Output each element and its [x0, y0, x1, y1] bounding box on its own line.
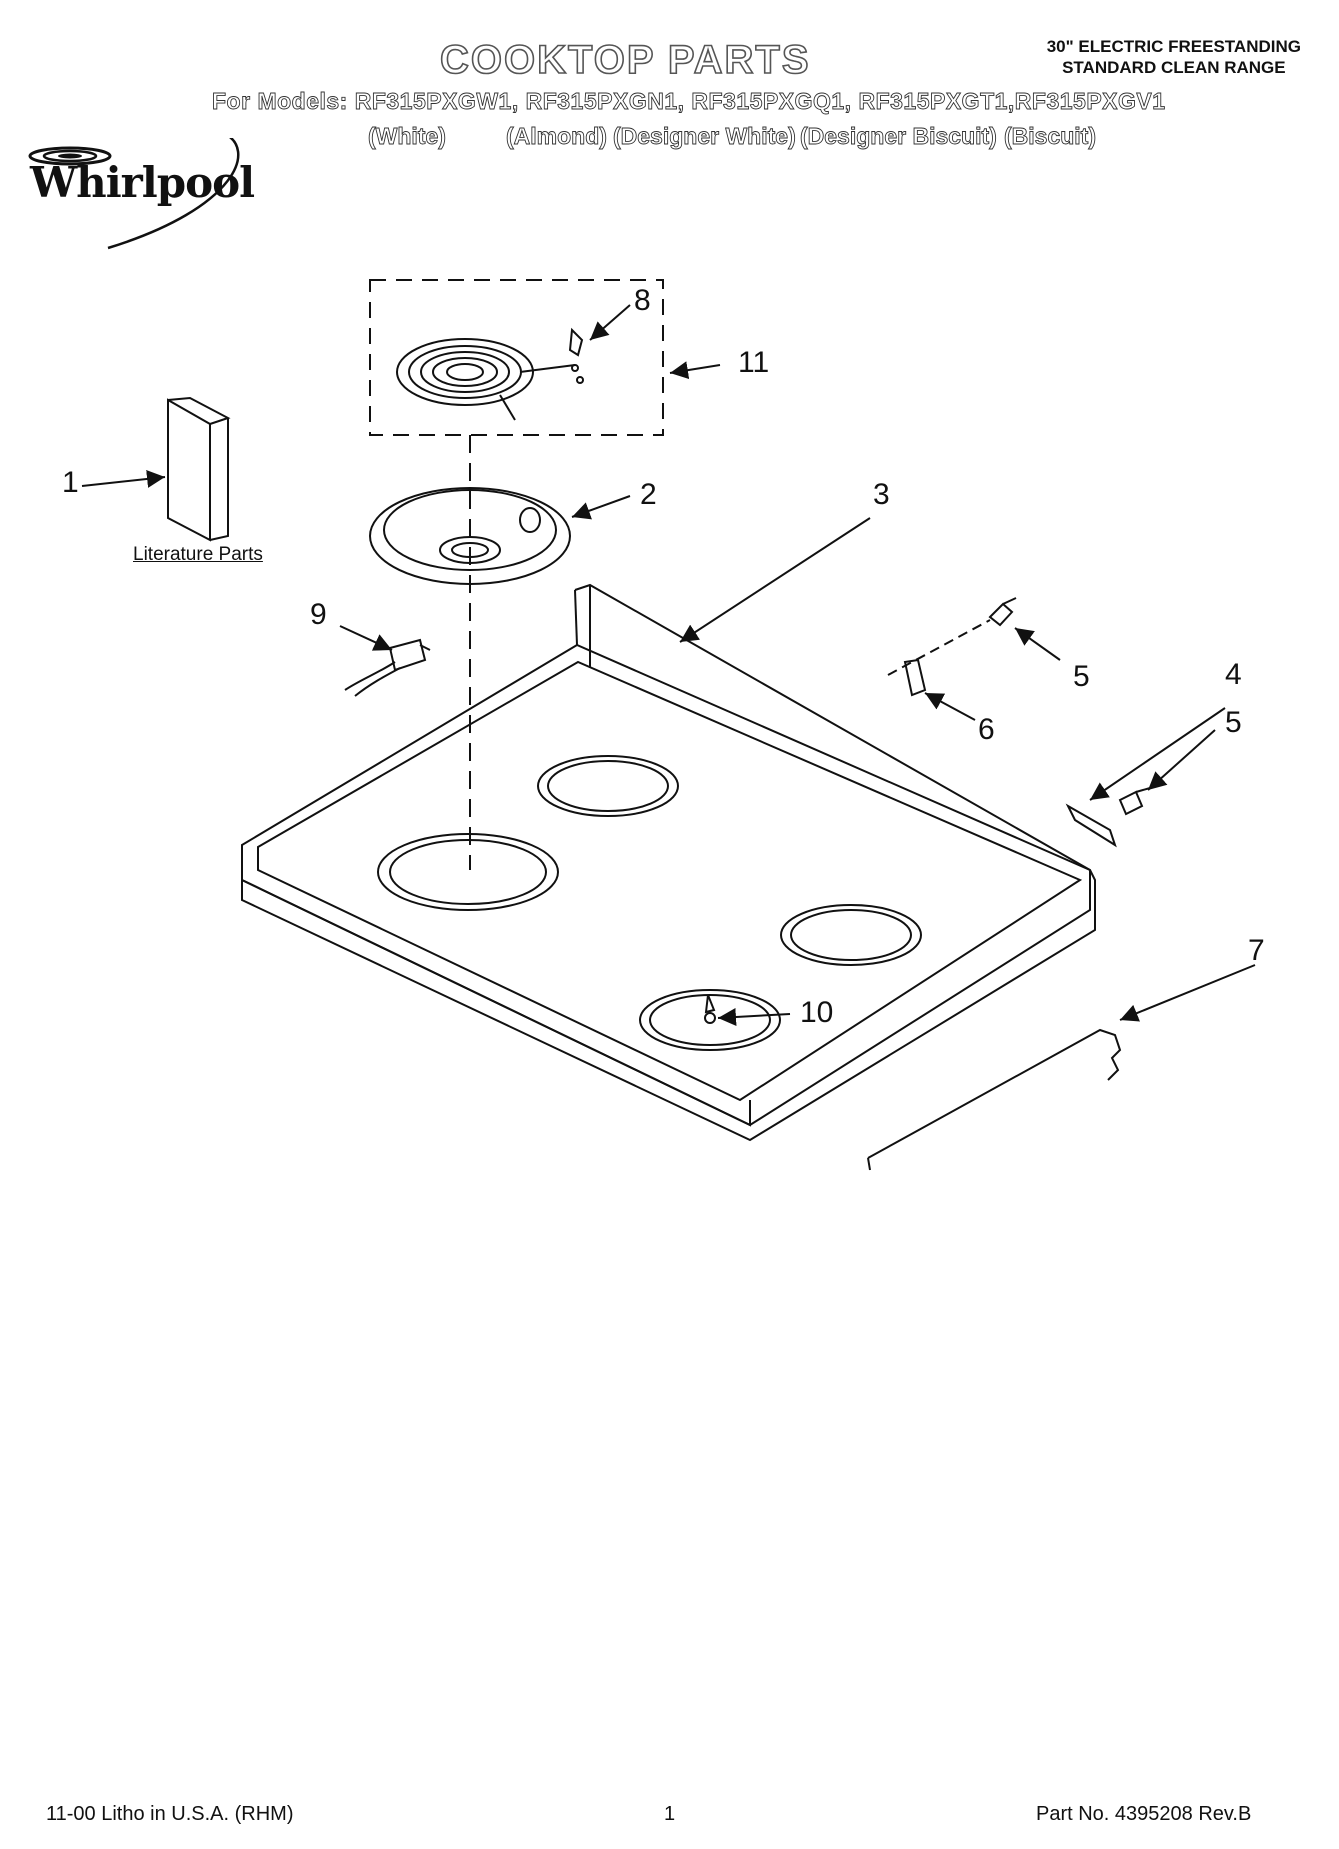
- callout-3: 3: [873, 478, 890, 511]
- brand-logo: [18, 131, 268, 258]
- surface-element-box: [369, 279, 664, 436]
- color-biscuit: (Biscuit): [1004, 123, 1097, 150]
- page-number: 1: [664, 1803, 676, 1825]
- wire-harness: [344, 638, 431, 697]
- brand-name: Whirlpool: [30, 158, 255, 207]
- callout-6: 6: [978, 713, 995, 746]
- mounting-clip: [1065, 803, 1117, 848]
- callout-2: 2: [640, 478, 657, 511]
- callout-4: 4: [1225, 658, 1242, 691]
- callout-11: 11: [738, 346, 770, 379]
- burner-opening-front-right: [639, 989, 781, 1051]
- hinge-bracket: [887, 619, 991, 697]
- surface-element-coil: [396, 338, 576, 421]
- callout-5-lower: 5: [1225, 706, 1242, 739]
- callout-1: 1: [62, 466, 79, 499]
- callout-10: 10: [800, 996, 834, 1029]
- callout-9: 9: [310, 598, 327, 631]
- literature-parts-label: Literature Parts: [133, 544, 263, 565]
- callout-5-upper: 5: [1073, 660, 1090, 693]
- drip-bowl: [369, 487, 571, 585]
- color-white: (White): [368, 123, 447, 150]
- page-title: COOKTOP PARTS: [439, 37, 811, 83]
- callout-8: 8: [634, 284, 651, 317]
- cooktop-main: [241, 583, 1096, 1142]
- burner-opening-rear-left: [537, 755, 679, 817]
- burner-opening-front-left: [377, 833, 559, 911]
- model-list: For Models: RF315PXGW1, RF315PXGN1, RF31…: [212, 88, 1166, 115]
- color-designer-biscuit: (Designer Biscuit): [800, 123, 998, 150]
- screw-upper: [988, 597, 1017, 627]
- range-type: 30" ELECTRIC FREESTANDING STANDARD CLEAN…: [1047, 36, 1301, 78]
- color-almond: (Almond): [506, 123, 608, 150]
- terminal-block: [568, 327, 584, 384]
- cooktop-rod: [867, 1028, 1122, 1171]
- whirlpool-swirl-icon: [28, 131, 240, 250]
- footer-litho: 11-00 Litho in U.S.A. (RHM): [46, 1803, 294, 1825]
- cooktop-screw: [704, 994, 716, 1024]
- color-designer-white: (Designer White): [613, 123, 797, 150]
- literature-booklet: [167, 396, 231, 542]
- range-type-line1: 30" ELECTRIC FREESTANDING: [1046, 37, 1301, 56]
- burner-opening-rear-right: [780, 904, 922, 966]
- screw-lower: [1118, 787, 1151, 816]
- range-type-line2: STANDARD CLEAN RANGE: [1062, 58, 1286, 77]
- callout-7: 7: [1248, 934, 1265, 967]
- part-number: Part No. 4395208 Rev.B: [1036, 1803, 1252, 1825]
